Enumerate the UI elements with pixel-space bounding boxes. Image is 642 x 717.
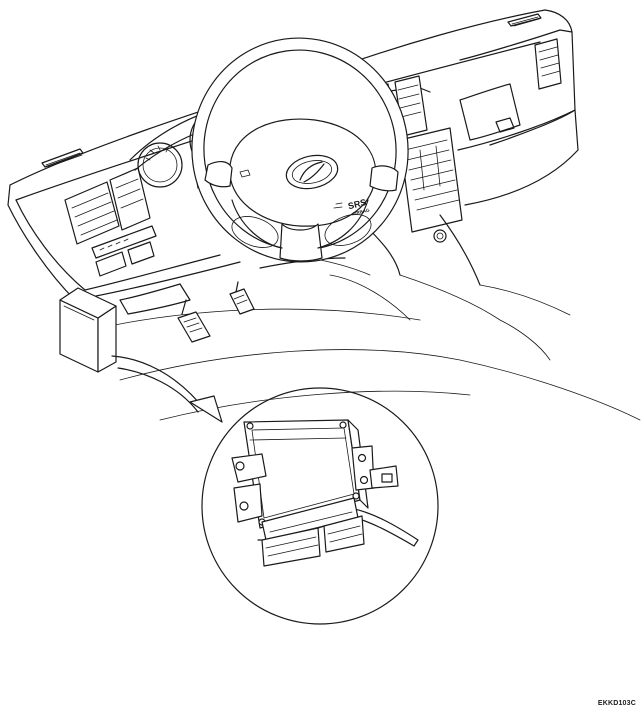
srs-badge-text: SRS xyxy=(347,197,367,211)
ecu-detail-view xyxy=(201,387,439,625)
ecu-location-box xyxy=(59,287,117,373)
callout-arrow xyxy=(111,355,223,423)
steering-wheel: SRS AIRBAG xyxy=(191,37,409,263)
airbag-badge-text: AIRBAG xyxy=(352,207,371,216)
figure-code: EKKD103C xyxy=(597,700,636,707)
